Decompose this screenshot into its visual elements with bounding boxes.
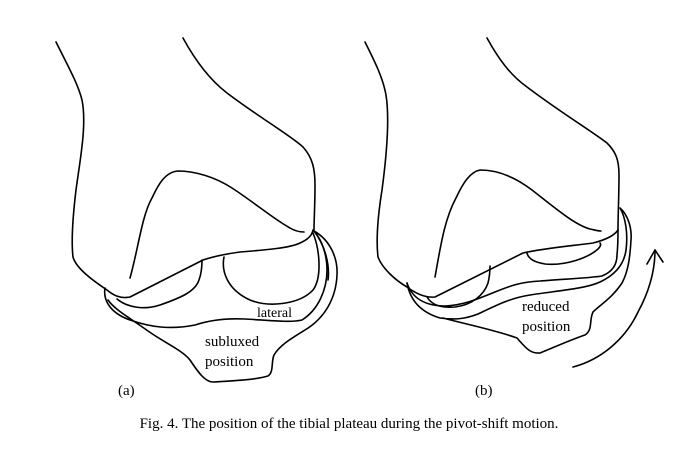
- lateral-condyle-a: [222, 232, 320, 305]
- figure-caption: Fig. 4. The position of the tibial plate…: [139, 416, 559, 432]
- tibia-a-inner: [313, 230, 330, 281]
- femur-b-left-outline: [364, 41, 619, 298]
- panel-a-drawing: [55, 37, 338, 383]
- reduced-label: reduced: [522, 299, 570, 315]
- tibia-a-outline: [107, 230, 338, 383]
- tibia-b-outline: [406, 207, 632, 354]
- tibia-b-plateau: [406, 229, 619, 307]
- femur-a-right-outline: [182, 37, 316, 231]
- tibia-a-plateau: [103, 230, 328, 329]
- subluxed-position-label: position: [205, 354, 254, 370]
- arrow-head-icon: [646, 249, 664, 265]
- panel-b-label: (b): [475, 383, 493, 399]
- subluxed-label: subluxed: [205, 334, 260, 350]
- femur-b-notch: [434, 169, 602, 278]
- lateral-condyle-b: [526, 242, 602, 266]
- medial-condyle-a: [116, 259, 203, 309]
- lateral-label: lateral: [257, 306, 292, 321]
- femur-a-notch: [129, 170, 305, 279]
- panel-b-drawing: [364, 37, 664, 368]
- femur-b-right-outline: [486, 37, 620, 231]
- pivot-shift-arrow: [572, 249, 656, 368]
- reduced-position-label: position: [522, 319, 571, 335]
- femur-a-left-outline: [55, 41, 314, 299]
- panel-a-label: (a): [118, 383, 135, 399]
